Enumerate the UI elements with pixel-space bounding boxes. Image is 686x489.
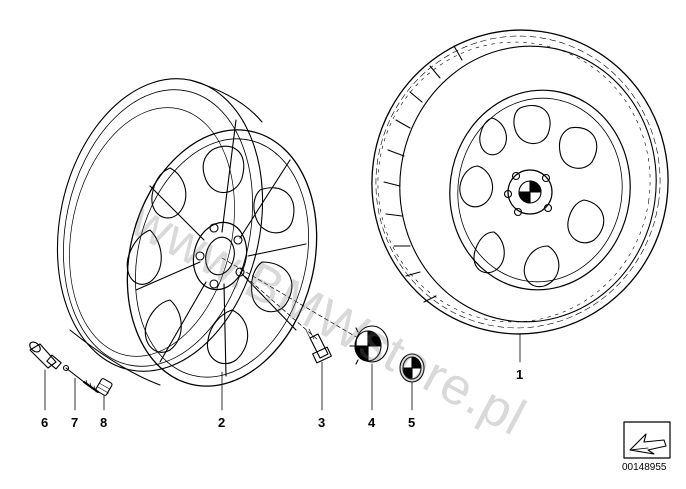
complete-wheel-drawing [371,29,669,335]
tire-valve-drawing [29,341,62,370]
callout-6: 6 [41,415,49,430]
diagram-id: 00148955 [622,462,667,473]
callout-7: 7 [71,415,79,430]
callout-lines [44,333,521,411]
wheel-bolt-drawing [305,328,332,364]
valve-cap-drawing [95,378,113,396]
arrow-box-icon[interactable] [623,421,671,459]
emblem-drawing [399,353,425,383]
alloy-rim-drawing [56,78,318,387]
leader-lines [221,257,359,341]
valve-core-drawing [62,364,99,393]
callout-8: 8 [100,415,108,430]
hub-cap-drawing [349,325,389,365]
callout-3: 3 [318,415,326,430]
callout-4: 4 [368,415,376,430]
callout-2: 2 [218,415,226,430]
callout-1: 1 [516,367,524,382]
callout-5: 5 [408,415,416,430]
